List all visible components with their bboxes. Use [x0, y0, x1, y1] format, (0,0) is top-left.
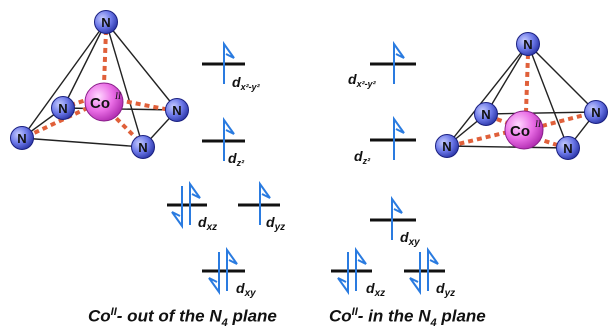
level-dz2-right: dz²: [354, 115, 416, 166]
svg-text:N: N: [17, 131, 26, 146]
caption-oxidation: II: [351, 306, 358, 318]
cobalt-atom: Co II: [84, 82, 124, 122]
nitrogen-atom: N: [474, 102, 498, 126]
electron-spin-up: [393, 40, 405, 84]
caption-tail: plane: [436, 306, 486, 326]
pyramid-edges-right: [446, 43, 597, 149]
nitrogen-atom: N: [165, 98, 189, 122]
cobalt-atom: Co II: [504, 110, 544, 150]
caption-metal: Co: [329, 306, 352, 326]
level-dx2-y2-left: dx²-y²: [202, 40, 261, 92]
nitrogen-atom: N: [51, 96, 75, 120]
svg-text:dxy: dxy: [236, 280, 256, 299]
level-dxz-right: dxz: [331, 246, 385, 299]
pyramid-out-of-plane: N Co II N N N N: [10, 10, 189, 159]
svg-text:dz²: dz²: [354, 148, 371, 166]
nitrogen-atom: N: [584, 100, 608, 124]
electron-spin-down: [337, 252, 349, 296]
electron-spin-down: [409, 252, 421, 296]
svg-text:N: N: [481, 107, 490, 122]
electron-spin-down: [208, 252, 220, 296]
svg-text:N: N: [442, 139, 451, 154]
energy-levels-out-of-plane: dx²-y² dz² dxz dyz dxy: [167, 40, 285, 299]
level-dyz-right: dyz: [404, 246, 455, 299]
electron-spin-up: [427, 246, 439, 291]
svg-text:dx²-y²: dx²-y²: [232, 74, 261, 92]
level-dyz-left: dyz: [238, 180, 285, 233]
svg-text:N: N: [591, 105, 600, 120]
electron-spin-up: [226, 246, 238, 291]
caption-out-of-plane: CoII- out of the N4 plane: [88, 306, 277, 329]
level-dz2-left: dz²: [202, 116, 245, 168]
electron-spin-up: [391, 195, 403, 240]
caption-text: - out of the N: [116, 306, 222, 326]
svg-text:N: N: [172, 103, 181, 118]
svg-text:N: N: [138, 140, 147, 155]
svg-text:dxz: dxz: [198, 214, 217, 233]
svg-text:dyz: dyz: [436, 280, 455, 299]
svg-text:dz²: dz²: [228, 150, 245, 168]
caption-in-plane: CoII- in the N4 plane: [329, 306, 486, 329]
nitrogen-atom: N: [131, 135, 155, 159]
svg-text:Co: Co: [510, 123, 530, 140]
caption-sub: 4: [430, 317, 437, 330]
svg-text:II: II: [534, 119, 542, 129]
svg-text:Co: Co: [90, 95, 110, 112]
level-dxz-left: dxz: [167, 180, 217, 233]
svg-text:N: N: [563, 141, 572, 156]
caption-text: - in the N: [357, 306, 431, 326]
nitrogen-atom: N: [94, 10, 118, 34]
electron-spin-up: [259, 180, 271, 225]
electron-spin-up: [223, 40, 235, 84]
electron-spin-up: [189, 180, 201, 225]
caption-sub: 4: [221, 317, 228, 330]
pyramid-in-plane: N N N Co II N N: [435, 32, 608, 160]
caption-oxidation: II: [110, 306, 117, 318]
svg-text:N: N: [58, 101, 67, 116]
svg-text:II: II: [114, 91, 122, 101]
svg-text:N: N: [523, 37, 532, 52]
electron-spin-down: [171, 186, 183, 230]
svg-text:dxy: dxy: [400, 229, 420, 248]
svg-text:dyz: dyz: [266, 214, 285, 233]
nitrogen-atom: N: [556, 136, 580, 160]
energy-levels-in-plane: dx²-y² dz² dxy dxz dyz: [331, 40, 455, 299]
level-dxy-right: dxy: [370, 195, 420, 248]
svg-text:N: N: [101, 15, 110, 30]
svg-text:dxz: dxz: [366, 280, 385, 299]
nitrogen-atom: N: [10, 126, 34, 150]
electron-spin-up: [223, 116, 235, 161]
level-dxy-left: dxy: [202, 246, 256, 299]
caption-metal: Co: [88, 306, 111, 326]
caption-tail: plane: [227, 306, 277, 326]
electron-spin-up: [355, 246, 367, 291]
svg-text:dx²-y²: dx²-y²: [348, 71, 377, 89]
electron-spin-up: [393, 115, 405, 160]
nitrogen-atom: N: [435, 134, 459, 158]
level-dx2-y2-right: dx²-y²: [348, 40, 416, 89]
nitrogen-atom: N: [516, 32, 540, 56]
